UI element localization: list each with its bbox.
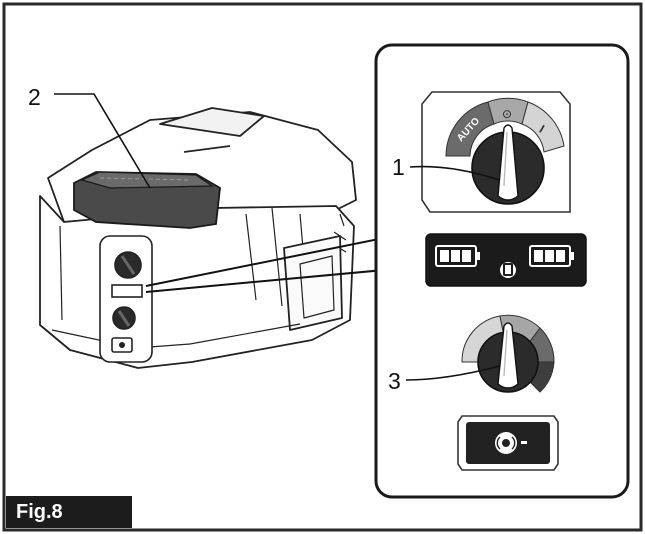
callout-3: 3 (388, 368, 401, 394)
battery-indicator-panel (425, 233, 587, 287)
power-lock-icon (500, 262, 516, 278)
battery-pack (73, 171, 221, 229)
callout-2-leader (54, 93, 151, 189)
vacuum-indicator-panel (111, 284, 143, 298)
callout-2: 2 (28, 84, 41, 110)
dial-label-right: I (537, 122, 547, 136)
vacuum-control-column (99, 235, 153, 363)
callout-3-leader (405, 365, 501, 381)
top-dial-assembly: AUTO ⊙ I (421, 91, 571, 213)
callout-1-leader (409, 165, 501, 181)
battery-indicator-icon (435, 245, 480, 267)
dial-segment-right (521, 101, 565, 153)
bottom-dial-assembly (461, 314, 555, 393)
battery-indicator-icon (529, 245, 574, 267)
callout-1: 1 (392, 154, 405, 180)
zoom-line-upper (145, 237, 385, 287)
figure-label: Fig.8 (6, 496, 132, 528)
dial-label-center: ⊙ (502, 107, 512, 121)
wireless-button-icon (457, 415, 559, 471)
zoom-line-lower (145, 269, 385, 293)
